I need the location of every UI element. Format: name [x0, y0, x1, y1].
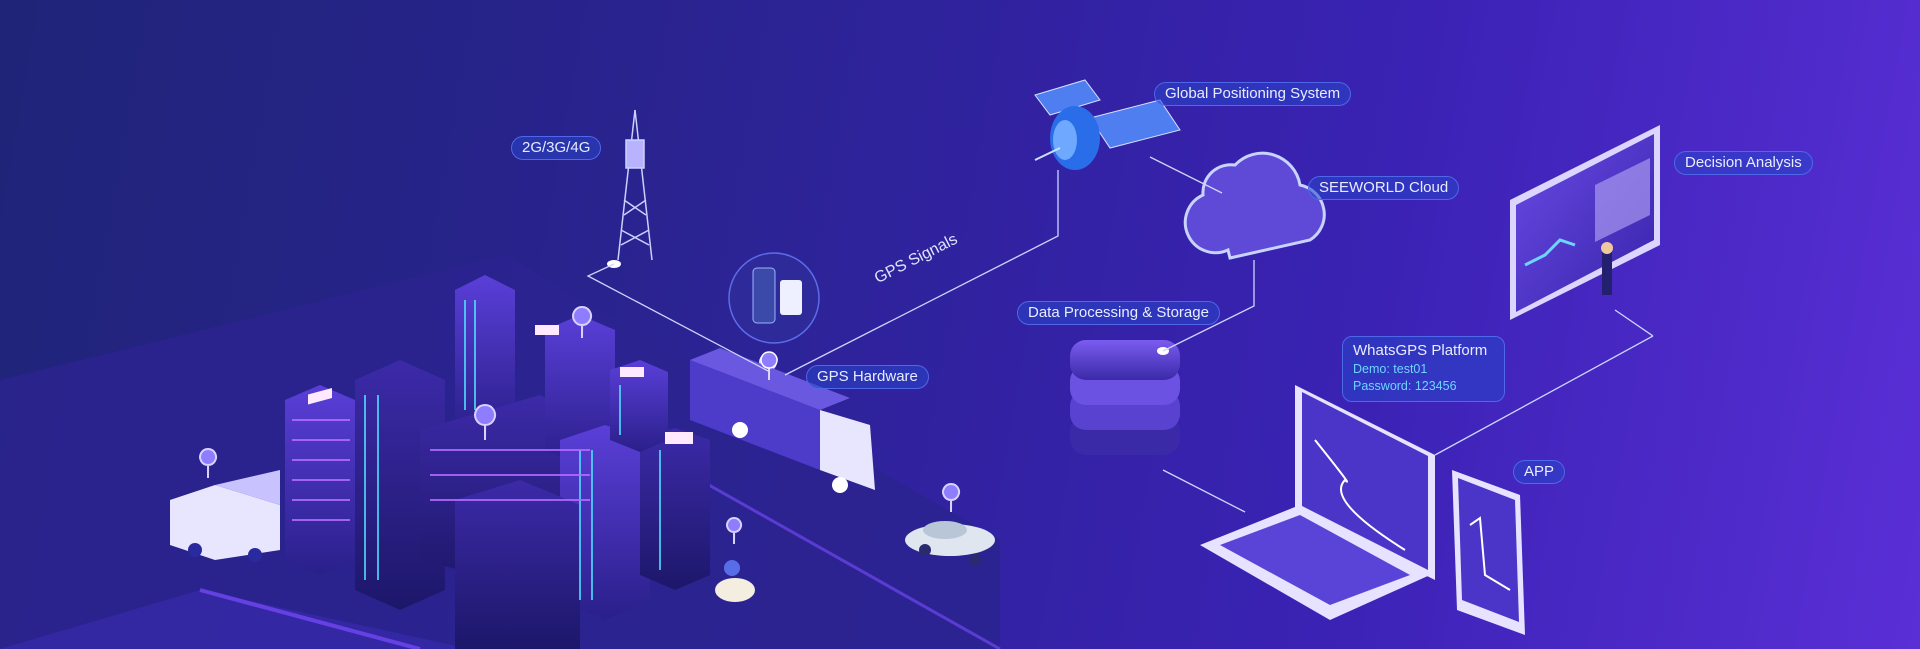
platform-password: Password: 123456 — [1353, 378, 1494, 395]
phone-icon — [1452, 470, 1525, 635]
gps-hardware-device-icon — [729, 253, 819, 343]
cloud-label: SEEWORLD Cloud — [1308, 176, 1459, 200]
gps-system-label: Global Positioning System — [1154, 82, 1351, 106]
gps-hardware-label: GPS Hardware — [806, 365, 929, 389]
platform-title: WhatsGPS Platform — [1353, 341, 1494, 361]
decision-analysis-label: Decision Analysis — [1674, 151, 1813, 175]
platform-demo: Demo: test01 — [1353, 361, 1494, 378]
data-storage-stack-icon — [1070, 340, 1180, 455]
laptop-icon — [1200, 385, 1435, 620]
app-label: APP — [1513, 460, 1565, 484]
decision-analysis-board-icon — [1510, 125, 1660, 320]
data-processing-label: Data Processing & Storage — [1017, 301, 1220, 325]
platform-info-box: WhatsGPS Platform Demo: test01 Password:… — [1342, 336, 1505, 402]
cell-tower-icon — [618, 110, 652, 260]
network-label: 2G/3G/4G — [511, 136, 601, 160]
cloud-icon — [1185, 153, 1324, 258]
